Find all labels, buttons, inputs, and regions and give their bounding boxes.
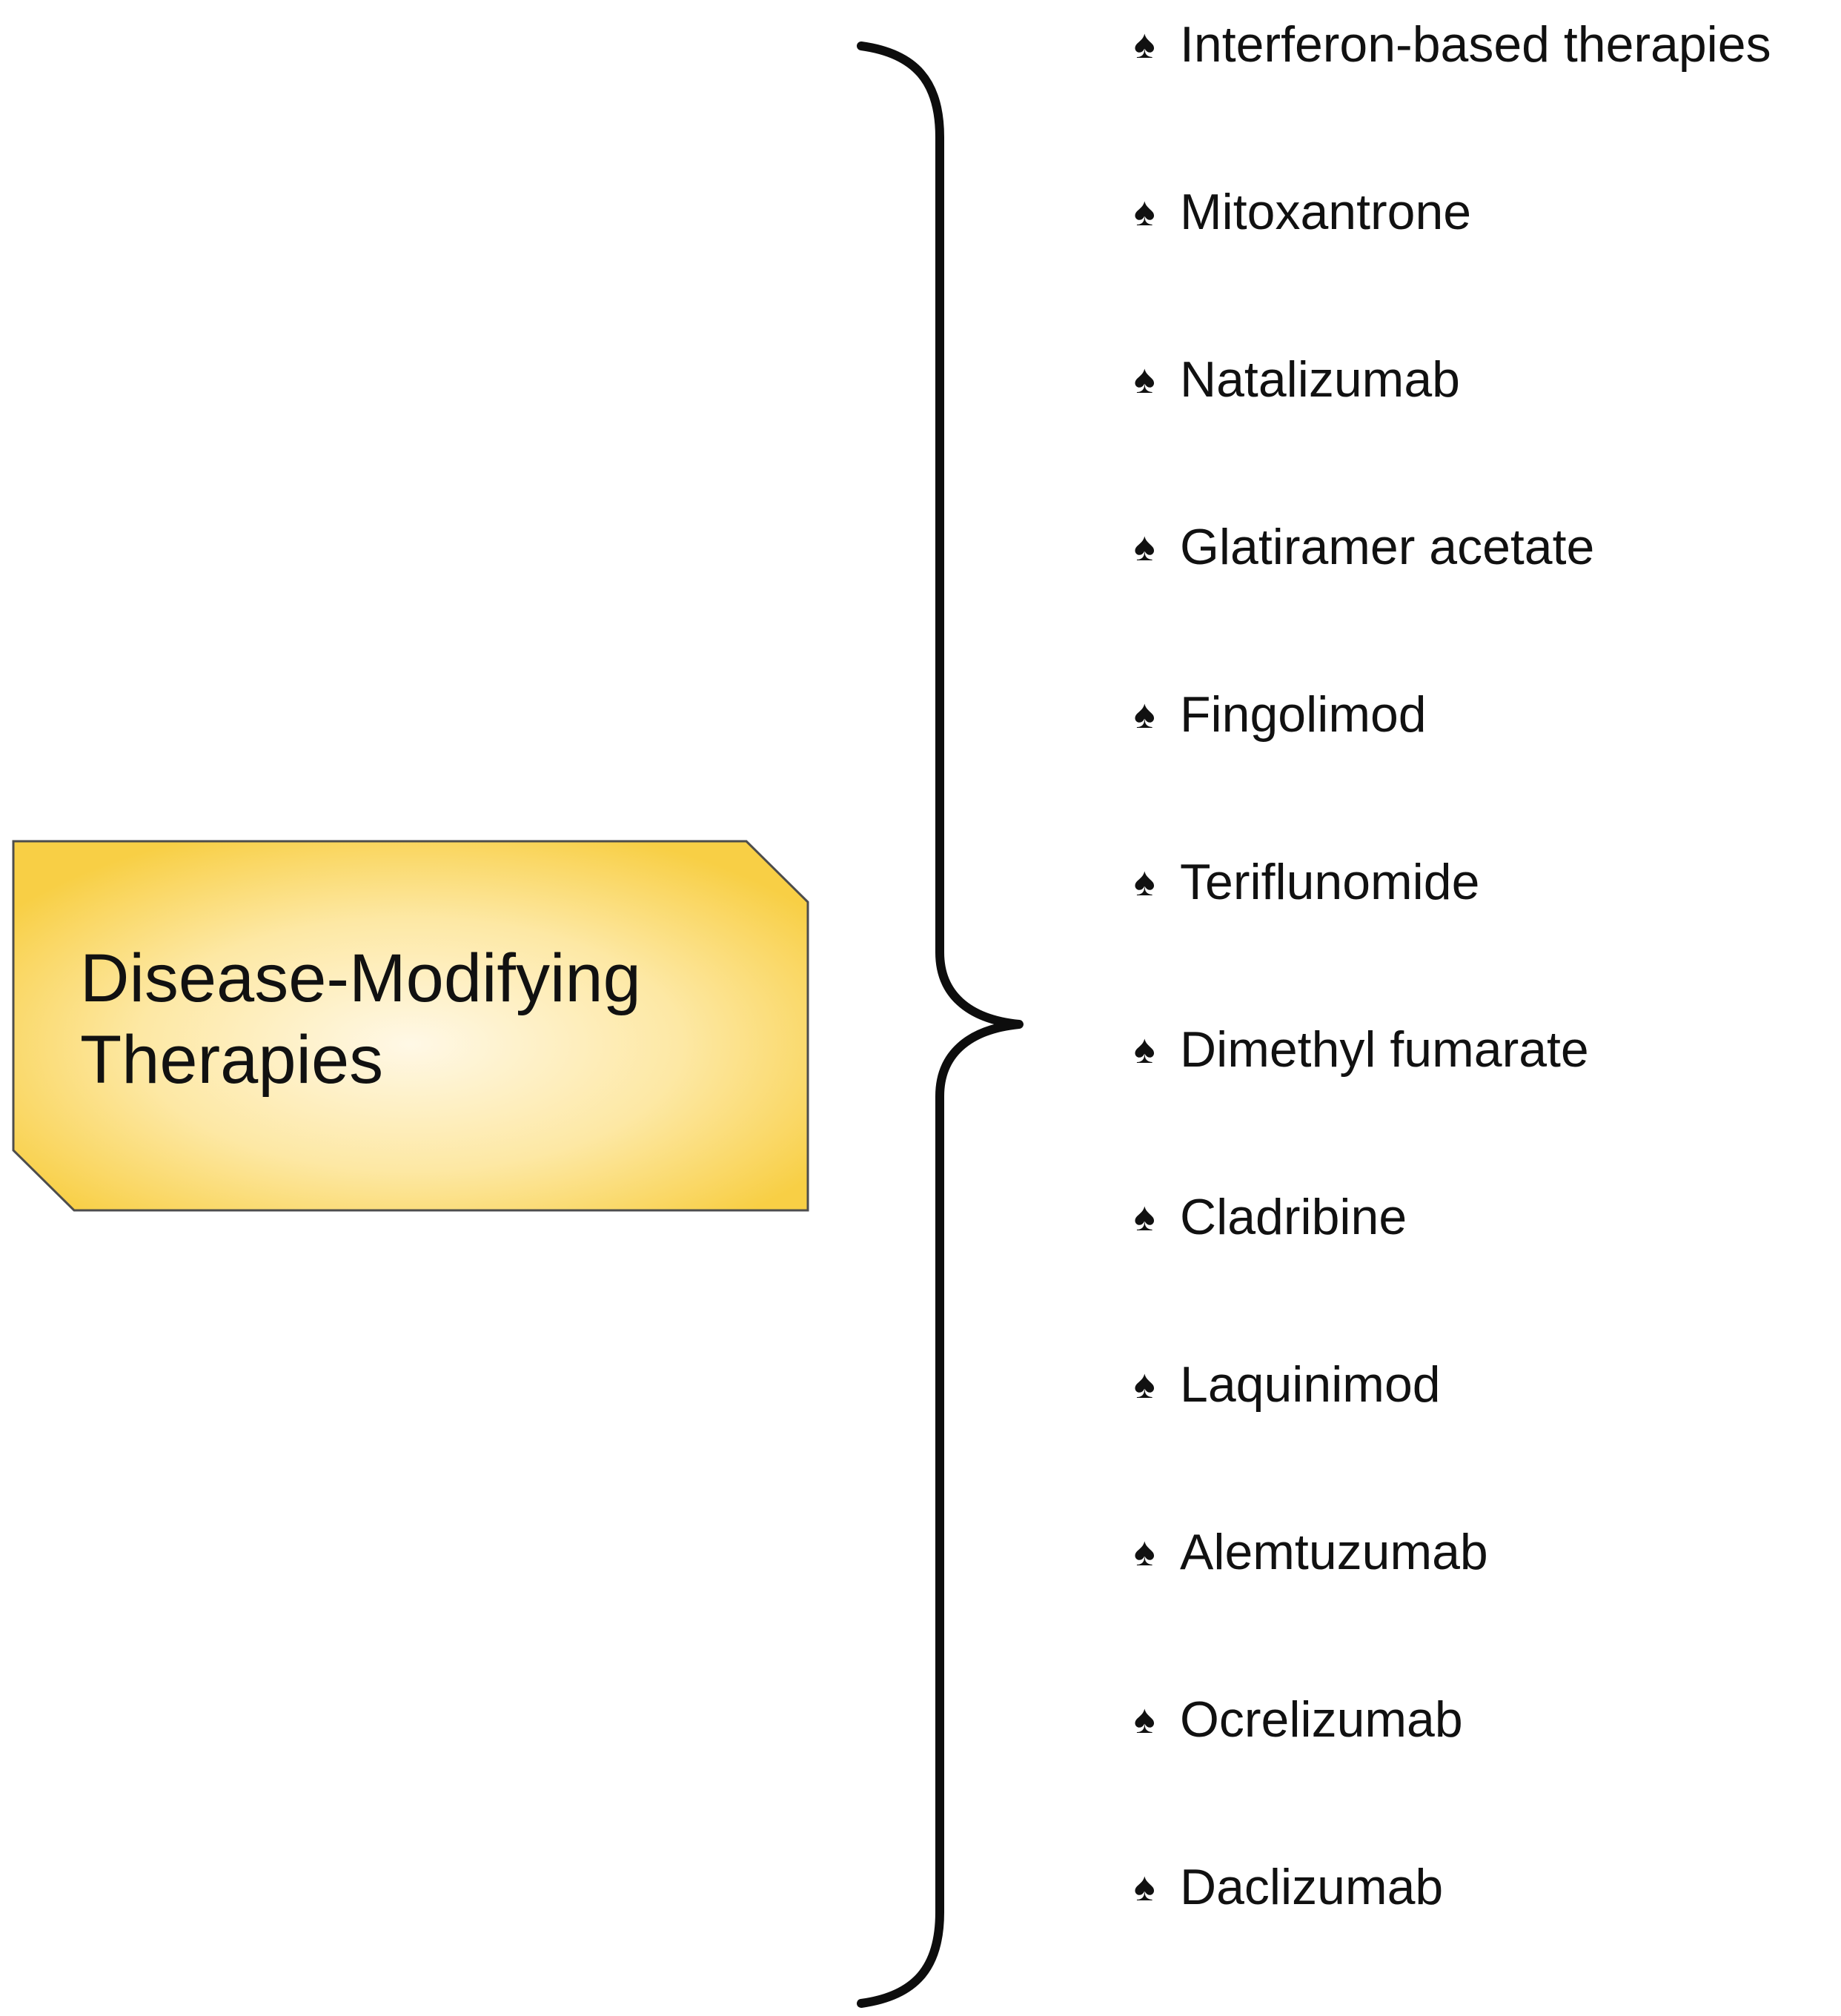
spade-icon: ♠ [1134,357,1155,402]
therapy-label: Daclizumab [1180,1859,1444,1915]
therapy-item: ♠ Daclizumab [1134,1854,1443,1920]
therapy-label: Mitoxantrone [1180,184,1472,240]
therapy-label: Laquinimod [1180,1356,1441,1413]
spade-icon: ♠ [1134,692,1155,737]
therapy-item: ♠ Cladribine [1134,1184,1407,1250]
therapy-item: ♠ Ocrelizumab [1134,1686,1463,1753]
therapy-label: Ocrelizumab [1180,1691,1463,1748]
therapy-item: ♠ Alemtuzumab [1134,1519,1488,1585]
therapy-item: ♠ Dimethyl fumarate [1134,1016,1589,1083]
spade-icon: ♠ [1134,1362,1155,1407]
spade-icon: ♠ [1134,860,1155,904]
therapy-item: ♠ Teriflunomide [1134,849,1479,915]
spade-icon: ♠ [1134,1530,1155,1574]
spade-icon: ♠ [1134,1865,1155,1909]
therapy-label: Fingolimod [1180,686,1427,743]
therapy-item: ♠ Fingolimod [1134,681,1427,748]
spade-icon: ♠ [1134,22,1155,67]
therapy-label: Dimethyl fumarate [1180,1021,1589,1078]
therapy-label: Teriflunomide [1180,854,1480,910]
therapy-item: ♠ Glatiramer acetate [1134,514,1594,580]
therapy-item: ♠ Laquinimod [1134,1351,1441,1418]
therapy-label: Natalizumab [1180,351,1460,408]
therapy-label: Glatiramer acetate [1180,519,1595,575]
spade-icon: ♠ [1134,190,1155,234]
spade-icon: ♠ [1134,525,1155,569]
therapy-item: ♠ Interferon-based therapies [1134,11,1771,78]
spade-icon: ♠ [1134,1697,1155,1742]
spade-icon: ♠ [1134,1027,1155,1072]
therapy-label: Cladribine [1180,1189,1407,1245]
therapy-item: ♠ Mitoxantrone [1134,179,1471,245]
therapy-label: Alemtuzumab [1180,1524,1488,1580]
therapy-label: Interferon-based therapies [1180,16,1771,73]
category-label: Disease-Modifying Therapies [80,941,641,1098]
therapy-item: ♠ Natalizumab [1134,346,1460,413]
therapy-list: ♠ Interferon-based therapies ♠ Mitoxantrone… [1134,0,1841,2016]
spade-icon: ♠ [1134,1195,1155,1239]
